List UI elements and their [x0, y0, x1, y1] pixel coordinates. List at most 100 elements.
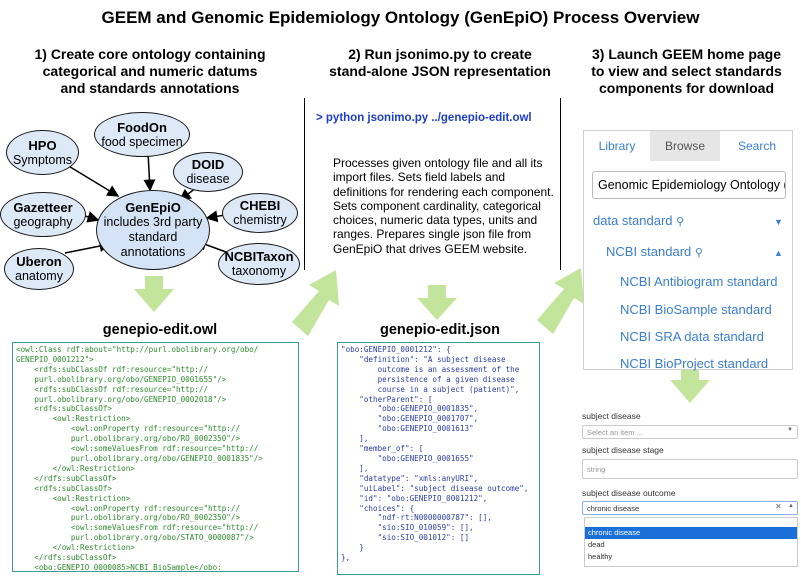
uberon-node: Uberon anatomy: [4, 248, 74, 290]
code-line: <owl:Restriction>: [16, 493, 131, 503]
chevron-down-icon[interactable]: ▼: [774, 217, 783, 227]
tree-item-antibiogram[interactable]: NCBI Antibiogram standard: [620, 274, 778, 289]
doid-node: DOID disease: [173, 152, 243, 192]
uberon-title: Uberon: [16, 254, 62, 269]
code-line: <rdfs:subClassOf>: [16, 483, 113, 493]
step2-heading-line: stand-alone JSON representation: [329, 63, 551, 79]
hpo-node: HPO Symptoms: [6, 130, 79, 175]
step3-heading-line: to view and select standards: [591, 63, 782, 79]
code-line: purl.obolibrary.org/obo/GENEPIO_0001655"…: [16, 374, 227, 384]
tree-item-sra[interactable]: NCBI SRA data standard: [620, 329, 764, 344]
code-line: "member_of": [: [341, 444, 424, 454]
code-line: "datatype": "xmls:anyURI",: [341, 473, 479, 483]
left-divider: [304, 98, 305, 270]
tree-item-label: data standard: [593, 213, 673, 228]
step3-heading-line: 3) Launch GEEM home page: [591, 46, 782, 62]
search-icon[interactable]: ⚲: [694, 247, 703, 259]
chevron-down-icon[interactable]: ▼: [787, 427, 793, 433]
dropdown-option[interactable]: dead: [588, 540, 605, 549]
step2-heading: 2) Run jsonimo.py to create stand-alone …: [310, 46, 570, 80]
genepio-node: GenEpiO includes 3rd party standard anno…: [96, 190, 210, 270]
down-arrow-2: [417, 285, 457, 320]
code-line: "choices": {: [341, 503, 415, 513]
code-line: ],: [341, 434, 369, 444]
subject-disease-outcome-select[interactable]: chronic disease: [582, 501, 798, 515]
code-line: GENEPIO_0001212">: [16, 354, 94, 364]
code-line: purl.obolibrary.org/obo/RO_0002350"/>: [16, 434, 241, 444]
hpo-connector: [61, 161, 120, 197]
code-line: <owl:onProperty rdf:resource="http://: [16, 424, 241, 434]
tree-item-label: NCBI standard: [606, 244, 692, 259]
dropdown-option[interactable]: chronic disease: [585, 527, 797, 539]
code-line: <rdfs:subClassOf rdf:resource="http://: [16, 384, 209, 394]
subject-disease-stage-label: subject disease stage: [582, 445, 664, 455]
code-line: "sio:SIO_010059": [],: [341, 523, 474, 533]
chevron-up-icon[interactable]: ▲: [774, 248, 783, 258]
code-line: <obo:GENEPIO_0000085>NCBI BioSample</obo…: [16, 562, 222, 572]
json-file-label: genepio-edit.json: [379, 322, 501, 338]
tree-item-bioproject[interactable]: NCBI BioProject standard: [620, 356, 769, 371]
code-line: "definition": "A subject disease: [341, 354, 506, 364]
page-title: GEEM and Genomic Epidemiology Ontology (…: [101, 8, 700, 27]
owl-file-label: genepio-edit.owl: [102, 322, 218, 338]
step1-heading-line: 1) Create core ontology containing: [34, 46, 266, 62]
step3-heading-line: components for download: [599, 80, 774, 96]
dropdown-spacer: [585, 518, 797, 527]
ontology-select[interactable]: Genomic Epidemiology Ontology (€: [592, 171, 786, 199]
genepio-line: standard: [128, 230, 178, 244]
code-line: <owl:onProperty rdf:resource="http://: [16, 503, 241, 513]
code-line: },: [341, 553, 351, 563]
step1-heading-line: and standards annotations: [60, 80, 240, 96]
tree-item-biosample[interactable]: NCBI BioSample standard: [620, 302, 772, 317]
tree-item-data-standard[interactable]: data standard ⚲: [593, 213, 684, 228]
tab-library[interactable]: Library: [598, 139, 636, 153]
code-line: "ndf-rt:N0000000787": [],: [341, 513, 492, 523]
code-line: </owl:Restriction>: [16, 463, 135, 473]
foodon-title: FoodOn: [117, 119, 167, 135]
doid-title: DOID: [191, 157, 225, 172]
genepio-line: includes 3rd party: [103, 215, 203, 229]
code-line: "id": "obo:GENEPIO_0001212",: [341, 493, 488, 503]
search-icon[interactable]: ⚲: [676, 216, 685, 228]
foodon-node: FoodOn food specimen: [94, 112, 190, 157]
chebi-node: CHEBI chemistry: [222, 193, 298, 233]
code-line: "obo:GENEPIO_0001212": {: [341, 345, 451, 354]
json-code-block: "obo:GENEPIO_0001212": { "definition": "…: [337, 342, 540, 575]
dropdown-option[interactable]: healthy: [588, 552, 613, 561]
subject-disease-label: subject disease: [582, 411, 641, 421]
process-description: Processes given ontology file and all it…: [333, 156, 554, 256]
geem-browser-panel: Library Browse Search Genomic Epidemiolo…: [583, 130, 793, 371]
code-line: "obo:GENEPIO_0001613": [341, 424, 474, 434]
chebi-subtitle: chemistry: [233, 213, 287, 227]
chevron-up-icon[interactable]: ▲: [788, 503, 794, 509]
code-line: </rdfs:subClassOf>: [16, 473, 117, 483]
down-arrow-1: [134, 276, 174, 312]
code-line: "sio:SIO_001012": []: [341, 533, 470, 543]
tab-browse[interactable]: Browse: [650, 131, 720, 161]
code-line: purl.obolibrary.org/obo/GENEPIO_0001835"…: [16, 453, 263, 463]
code-line: ],: [341, 463, 369, 473]
code-line: <owl:someValuesFrom rdf:resource="http:/…: [16, 523, 259, 533]
code-line: <rdfs:subClassOf rdf:resource="http://: [16, 364, 209, 374]
gazetteer-node: Gazetteer geography: [0, 192, 86, 237]
right-divider: [560, 98, 561, 270]
tree-item-ncbi-standard[interactable]: NCBI standard ⚲: [606, 244, 703, 259]
subject-disease-select[interactable]: Select an item ...: [582, 425, 798, 439]
gazetteer-subtitle: geography: [13, 214, 73, 229]
subject-disease-stage-input[interactable]: string: [582, 459, 798, 479]
gazetteer-title: Gazetteer: [13, 199, 73, 215]
chebi-title: CHEBI: [239, 198, 281, 213]
code-line: purl.obolibrary.org/obo/RO_0002350"/>: [16, 513, 241, 523]
genepio-line: annotations: [120, 245, 186, 259]
diagonal-arrow-1: [292, 270, 339, 336]
code-line: <owl:someValuesFrom rdf:resource="http:/…: [16, 444, 259, 454]
step1-heading-line: categorical and numeric datums: [42, 63, 258, 79]
step2-heading-line: 2) Run jsonimo.py to create: [348, 46, 532, 62]
close-icon[interactable]: ✕: [775, 502, 782, 511]
ncbitaxon-node: NCBITaxon taxonomy: [218, 243, 300, 285]
tab-search[interactable]: Search: [737, 139, 777, 153]
genepio-title: GenEpiO: [125, 200, 181, 215]
code-line: "obo:GENEPIO_0001655": [341, 453, 474, 463]
subject-disease-outcome-label: subject disease outcome: [582, 488, 676, 498]
